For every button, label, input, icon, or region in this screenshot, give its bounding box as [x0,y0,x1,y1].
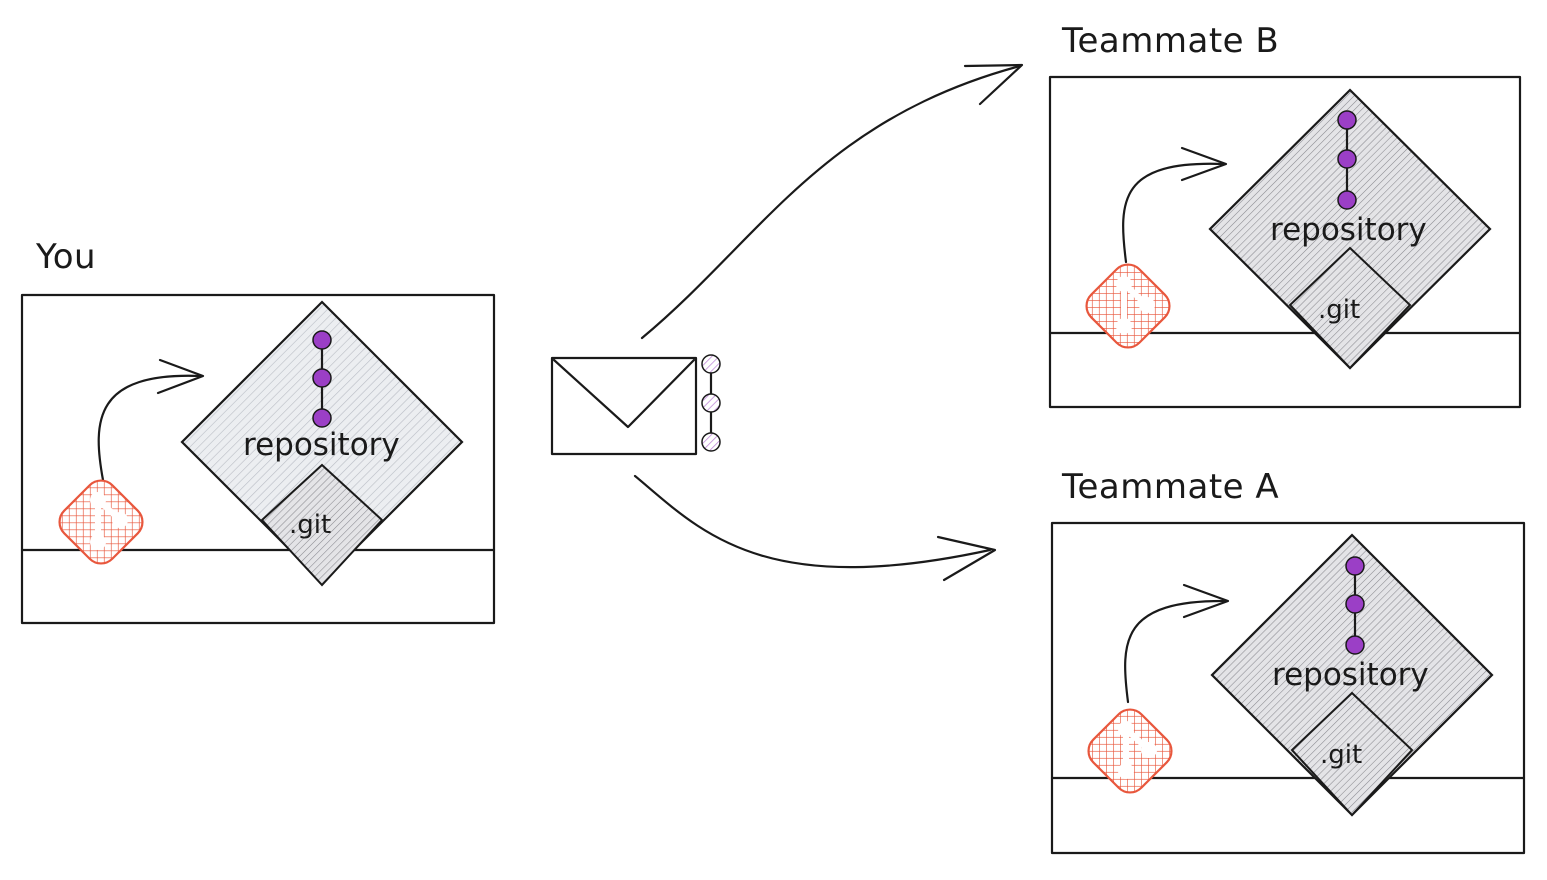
teammate-a-arrow [1124,599,1228,704]
arrow-to-teammate-a [633,474,992,569]
teammate-b-repository-label: repository [1270,212,1427,248]
commit-icon [701,432,721,452]
teammate-b-title: Teammate B [1061,21,1279,61]
arrow-to-teammate-b-head [963,63,1024,106]
envelope-icon [550,356,698,456]
arrow-to-teammate-a-head [936,535,997,582]
you-title: You [35,237,96,277]
commit-icon [1337,110,1357,130]
teammate-a-git-label: .git [1320,740,1362,770]
teammate-b-git-label: .git [1318,295,1360,325]
teammate-a-arrow-head [1182,583,1230,619]
commit-icon [1337,190,1357,210]
commit-icon [312,408,332,428]
you-arrow-head [156,358,205,395]
you-panel: You repository .git [20,237,496,625]
commit-icon [1337,149,1357,169]
commit-icon [701,354,721,374]
teammate-a-git-diamond [1290,691,1414,817]
teammate-b-arrow-head [1180,146,1228,182]
commit-icon [701,393,721,413]
git-logo-icon [58,479,144,565]
teammate-a-frame [1050,521,1526,855]
you-repository-label: repository [243,427,400,463]
envelope-group [550,354,721,456]
you-frame [20,293,496,625]
commit-icon [312,330,332,350]
git-logo-icon [1087,708,1173,794]
commit-icon [1345,556,1365,576]
teammate-a-panel: Teammate A repository .git [1050,467,1526,855]
commit-icon [1345,635,1365,655]
git-logo-icon [1085,263,1171,349]
arrow-to-teammate-b [640,64,1022,340]
teammate-b-frame [1048,75,1522,409]
teammate-a-title: Teammate A [1061,467,1279,507]
commit-icon [1345,594,1365,614]
you-git-diamond [260,463,384,587]
you-git-label: .git [289,510,331,540]
commit-icon [312,368,332,388]
you-arrow [97,374,202,482]
teammate-b-arrow [1122,162,1226,264]
teammate-b-git-diamond [1288,246,1412,370]
teammate-a-repository-label: repository [1272,657,1429,693]
teammate-b-panel: Teammate B repository .git [1048,21,1522,409]
